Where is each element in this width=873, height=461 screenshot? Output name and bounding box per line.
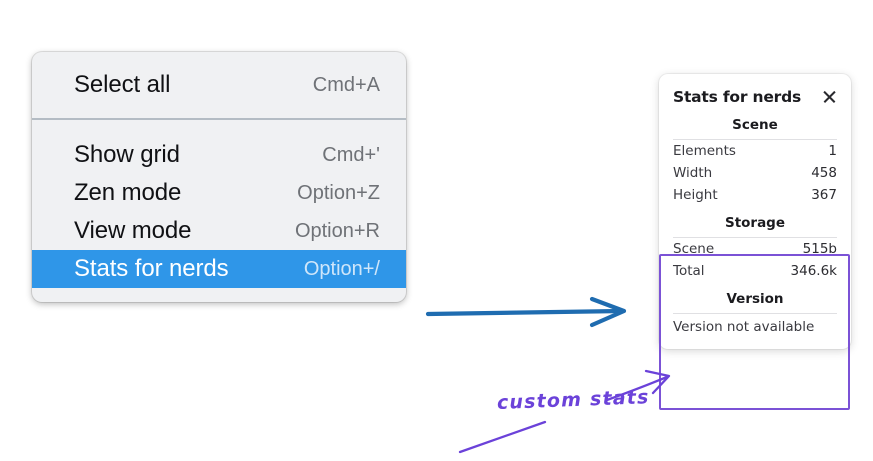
menu-item-label: Stats for nerds <box>74 255 229 282</box>
menu-item-label: Zen mode <box>74 179 182 206</box>
menu-item-label: View mode <box>74 217 192 244</box>
stats-row-key: Height <box>673 187 718 203</box>
stats-row-key: Width <box>673 165 713 181</box>
stats-row-storage-total: Total 346.6k <box>659 260 851 282</box>
menu-item-view-mode[interactable]: View mode Option+R <box>32 212 406 250</box>
section-title-version: Version <box>726 291 784 307</box>
menu-item-show-grid[interactable]: Show grid Cmd+' <box>32 136 406 174</box>
stats-row-width: Width 458 <box>659 162 851 184</box>
close-icon[interactable] <box>821 89 837 105</box>
blue-flow-arrow <box>425 296 627 328</box>
menu-item-zen-mode[interactable]: Zen mode Option+Z <box>32 174 406 212</box>
menu-group-primary: Select all Cmd+A <box>32 52 406 118</box>
menu-item-shortcut: Option+Z <box>297 181 380 204</box>
menu-item-stats-for-nerds[interactable]: Stats for nerds Option+/ <box>32 250 406 288</box>
stats-row-key: Elements <box>673 143 736 159</box>
stats-row-key: Scene <box>673 241 715 257</box>
context-menu[interactable]: Select all Cmd+A Show grid Cmd+' Zen mod… <box>32 52 406 302</box>
stats-for-nerds-panel[interactable]: Stats for nerds Scene Elements 1 Width 4… <box>659 74 851 349</box>
stats-panel-header: Stats for nerds <box>659 84 851 108</box>
menu-separator <box>32 118 406 120</box>
section-rule <box>673 313 837 314</box>
stats-row-value: 346.6k <box>790 263 837 279</box>
section-rule <box>673 237 837 238</box>
stats-panel-title: Stats for nerds <box>673 88 802 106</box>
custom-stats-label: custom stats <box>496 386 650 414</box>
stats-row-value: 515b <box>802 241 837 257</box>
section-title-storage: Storage <box>724 215 786 231</box>
stats-row-height: Height 367 <box>659 184 851 206</box>
stats-row-value: 1 <box>828 143 837 159</box>
stats-row-elements: Elements 1 <box>659 140 851 162</box>
section-title-scene: Scene <box>732 117 778 133</box>
custom-stats-underline-stroke <box>458 420 547 454</box>
menu-item-shortcut: Option+/ <box>303 257 380 280</box>
menu-item-shortcut: Cmd+A <box>312 73 380 96</box>
stats-row-value: 367 <box>811 187 837 203</box>
menu-item-shortcut: Cmd+' <box>322 143 380 166</box>
menu-item-label: Show grid <box>74 141 180 168</box>
stats-row-version-value: Version not available <box>673 319 815 335</box>
section-rule <box>673 139 837 140</box>
stats-row-key: Total <box>673 263 705 279</box>
menu-item-select-all[interactable]: Select all Cmd+A <box>32 66 406 104</box>
stats-row-value: 458 <box>811 165 837 181</box>
stats-row-storage-scene: Scene 515b <box>659 238 851 260</box>
menu-group-view: Show grid Cmd+' Zen mode Option+Z View m… <box>32 120 406 302</box>
menu-item-label: Select all <box>74 71 171 98</box>
menu-item-shortcut: Option+R <box>294 219 380 242</box>
